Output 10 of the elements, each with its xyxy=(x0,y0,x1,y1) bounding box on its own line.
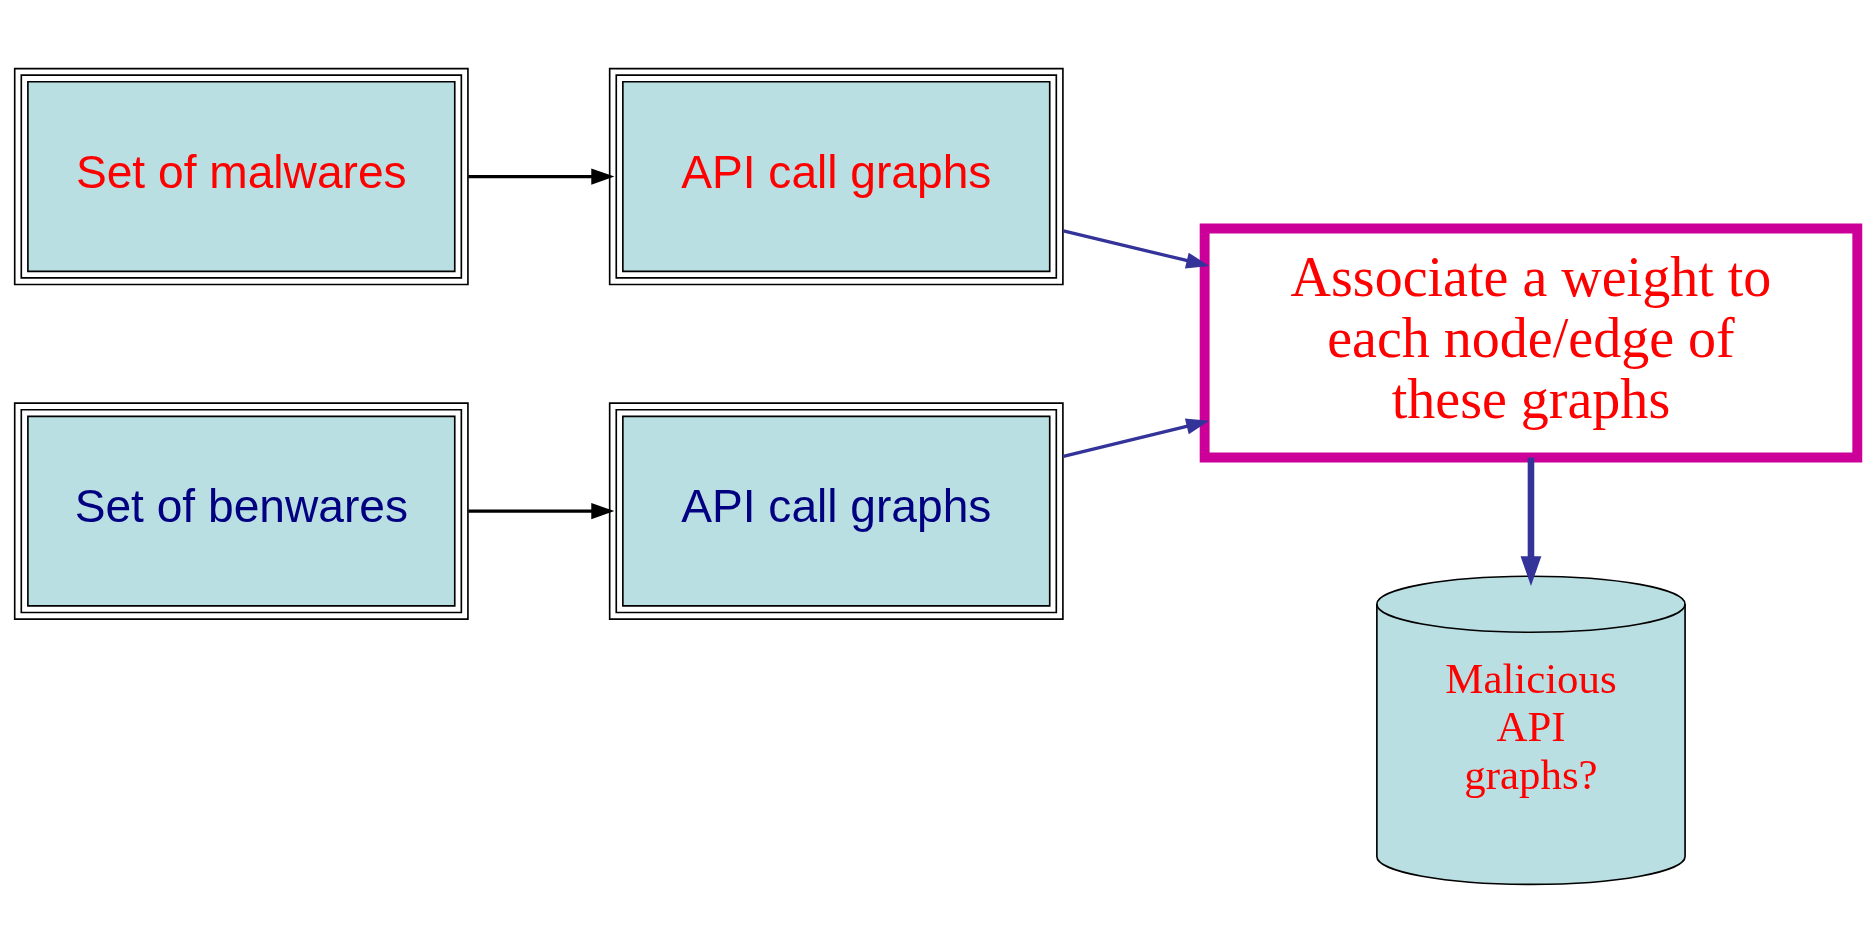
node-box: API call graphs xyxy=(608,401,1064,620)
node-box: Set of benwares xyxy=(13,401,469,620)
arrow xyxy=(1063,228,1210,268)
node-box: Set of malwares xyxy=(13,67,469,285)
node-box: API call graphs xyxy=(608,67,1064,285)
arrow xyxy=(1063,417,1210,458)
arrow xyxy=(1520,457,1542,586)
arrow xyxy=(468,502,615,519)
arrow xyxy=(468,167,615,185)
node-box: Associate a weight to each node/edge of these graphs xyxy=(1199,223,1863,462)
